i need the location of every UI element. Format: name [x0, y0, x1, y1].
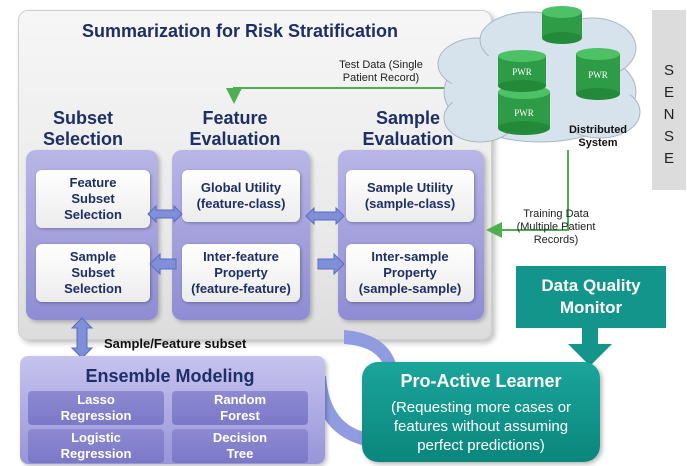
card-line: Property: [214, 265, 268, 280]
dqm-line: Monitor: [559, 298, 623, 317]
card-line: Feature: [69, 175, 117, 190]
feature-evaluation-heading-line2: Evaluation: [189, 129, 281, 149]
down-arrow-icon: [568, 326, 612, 366]
feature-evaluation-heading: Feature Evaluation: [170, 107, 300, 151]
caption-line: System: [578, 137, 618, 149]
caption-line: Distributed: [568, 124, 628, 136]
feature-subset-selection-card: Feature Subset Selection: [36, 170, 150, 228]
sample-evaluation-heading-line1: Sample: [375, 108, 441, 128]
card-line: (sample-sample): [358, 281, 462, 296]
lasso-regression-cell: Lasso Regression: [28, 391, 164, 425]
description-line: (Requesting more cases or: [390, 398, 572, 416]
sense-letter: N: [663, 105, 675, 123]
decision-tree-cell: Decision Tree: [172, 429, 308, 463]
card-line: Sample: [69, 249, 117, 264]
sense-letter: S: [663, 61, 674, 79]
training-data-label: Training Data (Multiple Patient Records): [506, 206, 606, 248]
proactive-learner-box: [362, 362, 600, 462]
double-arrow-icon: [147, 204, 183, 224]
curved-arrow-icon: [312, 376, 376, 448]
subset-selection-heading: Subset Selection: [28, 107, 138, 151]
label-line: (Multiple Patient: [516, 220, 596, 233]
inter-feature-property-card: Inter-feature Property (feature-feature): [182, 244, 300, 302]
card-line: Subset: [71, 265, 115, 280]
sense-letter: E: [663, 149, 674, 167]
model-line: Logistic: [71, 430, 121, 445]
sense-letter: S: [663, 127, 674, 145]
subset-arrow-label: Sample/Feature subset: [104, 336, 247, 351]
server-label: PWR: [588, 70, 608, 80]
sense-letter: E: [663, 83, 674, 101]
card-line: (sample-class): [364, 196, 456, 211]
diagram-title: Summarization for Risk Stratification: [81, 20, 399, 41]
subset-selection-heading-line1: Subset: [52, 108, 113, 128]
vertical-double-arrow-icon: [70, 317, 94, 359]
label-line: Records): [533, 233, 579, 246]
model-line: Regression: [60, 408, 132, 423]
server-label: PWR: [512, 67, 532, 77]
card-line: (feature-class): [196, 196, 286, 211]
model-line: Lasso: [77, 392, 115, 407]
card-line: Inter-feature: [203, 249, 279, 264]
sample-subset-selection-card: Sample Subset Selection: [36, 244, 150, 302]
left-arrow-icon: [149, 252, 177, 276]
sample-utility-card: Sample Utility (sample-class): [346, 170, 474, 222]
logistic-regression-cell: Logistic Regression: [28, 429, 164, 463]
label-line: Patient Record): [342, 72, 420, 84]
distributed-system-caption: Distributed System: [560, 122, 636, 152]
card-line: Property: [383, 265, 437, 280]
dqm-line: Data Quality: [541, 276, 641, 295]
proactive-learner-description: (Requesting more cases or features witho…: [370, 393, 592, 459]
description-line: features without assuming: [393, 417, 569, 435]
sample-evaluation-heading-line2: Evaluation: [362, 129, 454, 149]
card-line: Inter-sample: [371, 249, 449, 264]
server-cylinder-icon: [576, 48, 620, 100]
feature-evaluation-heading-line1: Feature: [202, 108, 268, 128]
sample-evaluation-heading: Sample Evaluation: [338, 107, 478, 151]
test-data-label: Test Data (Single Patient Record): [322, 58, 440, 86]
card-line: Sample Utility: [367, 180, 453, 195]
model-line: Tree: [226, 446, 254, 461]
random-forest-cell: Random Forest: [172, 391, 308, 425]
model-line: Regression: [60, 446, 132, 461]
training-data-arrow: [486, 150, 569, 238]
model-line: Forest: [220, 408, 260, 423]
subset-selection-heading-line2: Selection: [42, 129, 124, 149]
label-line: Test Data (Single: [339, 59, 423, 71]
server-label: PWR: [514, 108, 534, 118]
sense-bar: [652, 10, 686, 190]
card-line: Selection: [64, 207, 122, 222]
model-line: Decision: [212, 430, 268, 445]
description-line: perfect predictions): [417, 436, 545, 454]
server-cylinder-icon: [498, 50, 546, 92]
curved-arrow-icon: [344, 330, 398, 372]
test-data-arrow: [226, 87, 470, 104]
double-arrow-icon: [305, 206, 345, 226]
card-line: Selection: [64, 281, 122, 296]
right-arrow-icon: [317, 252, 345, 276]
model-line: Random: [214, 392, 266, 407]
card-line: (feature-feature): [191, 281, 291, 296]
card-line: Global Utility: [200, 180, 282, 195]
ensemble-modeling-title: Ensemble Modeling: [85, 365, 255, 386]
label-line: Training Data: [523, 207, 589, 220]
proactive-learner-title: Pro-Active Learner: [400, 370, 562, 391]
data-quality-monitor-box: Data Quality Monitor: [516, 266, 666, 328]
global-utility-card: Global Utility (feature-class): [182, 170, 300, 222]
card-line: Subset: [71, 191, 115, 206]
server-cylinder-icon: [542, 6, 582, 44]
inter-sample-property-card: Inter-sample Property (sample-sample): [346, 244, 474, 302]
